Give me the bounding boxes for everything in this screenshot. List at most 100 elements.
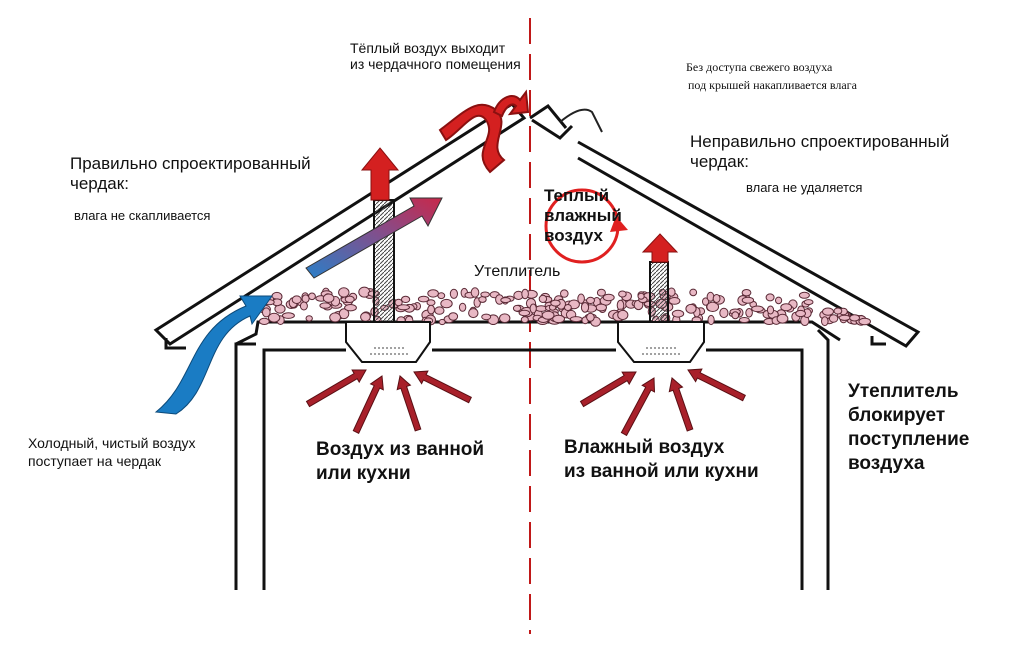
insulation-pebble: [577, 293, 585, 304]
insulation-pebble: [308, 292, 316, 301]
insulation-pebble: [738, 317, 750, 323]
wavy-warm-air-icon: [438, 103, 506, 174]
insulation-blocks-line4: воздуха: [848, 453, 925, 474]
no-fresh-air-label: Без доступа свежего воздуха под крышей н…: [686, 58, 857, 94]
eave-left: [164, 338, 186, 350]
exhaust-fan-icon: [345, 321, 431, 363]
insulation-pebble: [550, 299, 561, 307]
insulation-pebble: [499, 313, 511, 324]
insulation-pebble: [344, 295, 355, 303]
bathroom-air-line2: или кухни: [316, 463, 411, 484]
insulation-pebble: [833, 307, 843, 315]
insulation-pebble: [618, 290, 627, 298]
insulation-pebble: [706, 301, 720, 312]
correct-attic-label: Правильно спроектированный чердак:: [70, 154, 311, 194]
insulation-pebble: [427, 289, 439, 298]
insulation-pebble: [305, 315, 313, 322]
insulation-pebble: [617, 309, 629, 321]
insulation-pebble: [468, 308, 479, 319]
insulation-pebble: [458, 302, 467, 312]
vent-pipe-icon: [373, 199, 395, 323]
insulation-pebble: [765, 293, 775, 302]
insulation-pebble: [776, 313, 789, 324]
insulation-pebble: [427, 304, 436, 315]
humid-bathroom-air-label: Влажный воздух из ванной или кухни: [564, 436, 759, 484]
insulation-pebble: [500, 297, 511, 304]
no-fresh-air-line1: Без доступа свежего воздуха: [686, 60, 833, 74]
insulation-pebble: [319, 302, 332, 309]
insulation-pebble: [434, 306, 445, 315]
insulation-pebble: [267, 312, 281, 323]
incorrect-attic-label: Неправильно спроектированный чердак:: [690, 132, 949, 172]
warm-humid-air-line2: влажный: [544, 206, 622, 225]
airflow-arrow-icon: [413, 370, 472, 404]
insulation-pebble: [731, 311, 740, 320]
insulation-pebble: [741, 289, 752, 297]
insulation-pebble: [360, 312, 371, 322]
insulation-pebble: [440, 298, 453, 309]
insulation-pebble: [397, 304, 410, 311]
insulation-pebble: [529, 303, 537, 314]
insulation-pebble: [417, 295, 430, 303]
airflow-arrow-icon: [396, 375, 422, 432]
insulation-pebble: [637, 292, 645, 300]
moisture-not-removed-label: влага не удаляется: [746, 180, 863, 195]
warm-air-exits-line2: из чердачного помещения: [350, 56, 521, 72]
warm-air-exits-label: Тёплый воздух выходит из чердачного поме…: [350, 40, 521, 72]
insulation-pebble: [470, 287, 480, 298]
insulation-pebble: [541, 310, 555, 320]
wavy-warm-air-icon: [492, 89, 530, 118]
insulation-pebble: [668, 297, 681, 305]
insulation-pebble: [751, 305, 764, 313]
insulation-pebble: [401, 295, 411, 303]
insulation-pebble: [448, 312, 459, 321]
insulation-pebble: [849, 314, 860, 322]
vent-pipe-icon: [649, 261, 669, 323]
insulation-pebble: [602, 293, 615, 302]
insulation-pebble: [858, 317, 872, 326]
insulation-pebble: [426, 299, 436, 307]
no-fresh-air-line2: под крышей накапливается влага: [688, 78, 857, 92]
correct-attic-line2: чердак:: [70, 174, 129, 193]
insulation-pebble: [344, 304, 357, 312]
insulation-blocks-line2: блокирует: [848, 405, 946, 426]
insulation-pebble: [586, 312, 595, 322]
incorrect-attic-line2: чердак:: [690, 152, 749, 171]
insulation-pebble: [821, 316, 829, 327]
humid-bathroom-air-line1: Влажный воздух: [564, 437, 725, 458]
correct-attic-line1: Правильно спроектированный: [70, 154, 311, 173]
insulation-pebble: [520, 316, 529, 324]
insulation-pebble: [560, 289, 569, 298]
insulation-pebble: [706, 291, 715, 302]
eave-right: [870, 336, 886, 346]
fan-grille: [370, 347, 410, 355]
insulation-pebble: [552, 314, 565, 324]
insulation-pebble: [449, 288, 458, 299]
insulation-pebble: [258, 317, 270, 325]
insulation-pebble: [671, 309, 685, 318]
humid-bathroom-air-line2: из ванной или кухни: [564, 461, 759, 482]
airflow-arrow-icon: [154, 295, 273, 415]
insulation-pebble: [798, 291, 810, 299]
insulation-pebble: [564, 304, 572, 311]
insulation-blocks-line1: Утеплитель: [848, 381, 959, 402]
insulation-pebble: [712, 294, 721, 303]
insulation-pebble: [438, 318, 446, 326]
insulation-pebble: [775, 296, 783, 305]
insulation-layer: [257, 286, 872, 327]
insulation-pebble: [741, 296, 755, 304]
fan-airflow-arrows: [305, 368, 746, 437]
roof-right: [531, 118, 921, 348]
insulation-pebble: [481, 313, 492, 321]
airflow-arrow-icon: [352, 375, 384, 434]
airflow-arrow-icon: [687, 368, 746, 402]
airflow-arrow-icon: [305, 197, 443, 279]
insulation-pebble: [291, 295, 302, 305]
insulation-pebble: [595, 303, 608, 312]
incorrect-attic-line1: Неправильно спроектированный: [690, 132, 950, 151]
airflow-arrow-icon: [579, 371, 637, 408]
insulation-pebble: [281, 312, 295, 319]
insulation-pebble: [322, 293, 335, 303]
airflow-arrow-icon: [641, 233, 679, 263]
